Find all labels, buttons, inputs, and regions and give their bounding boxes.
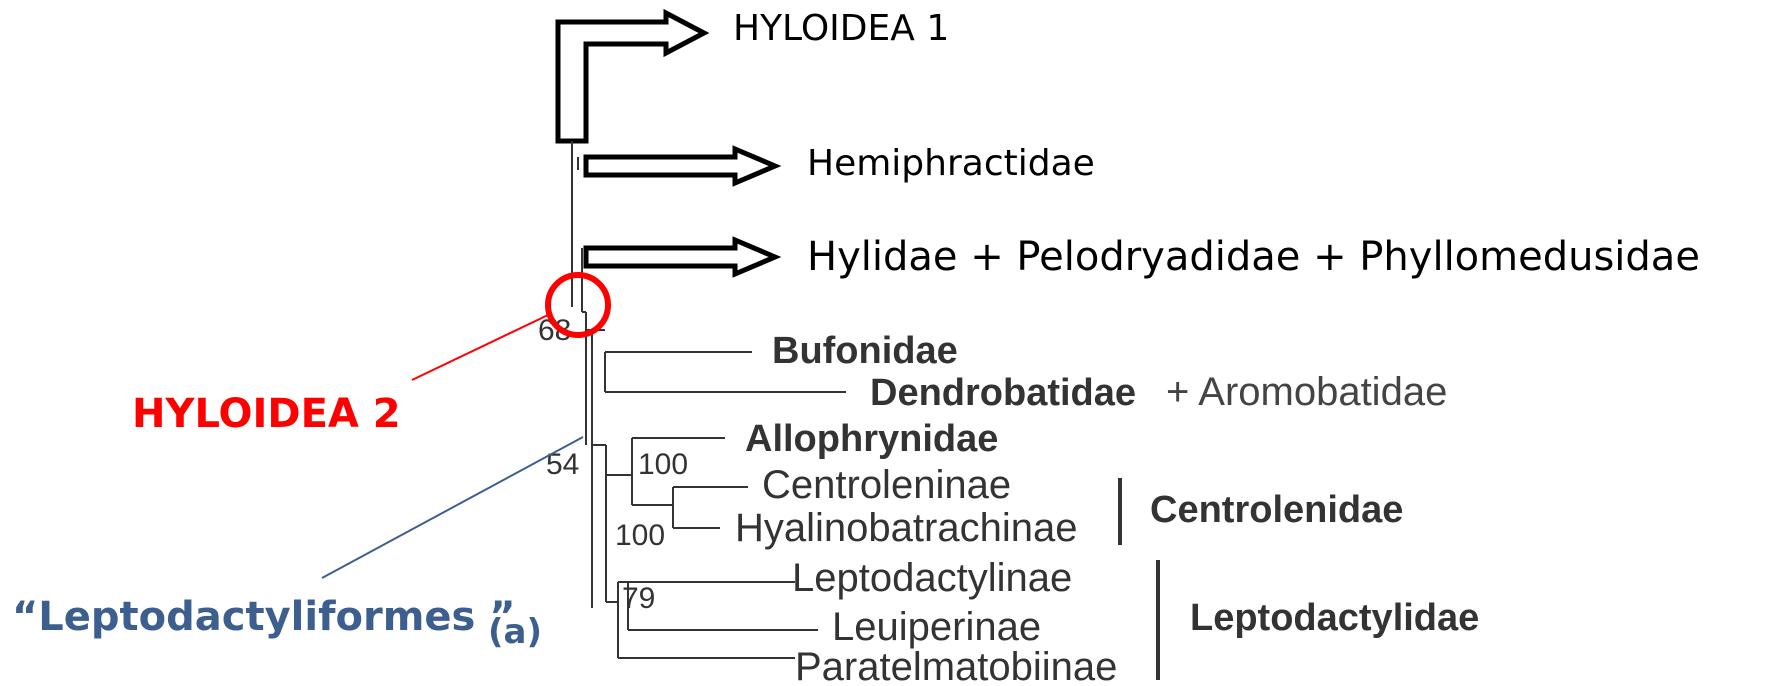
hyloidea2-node-circle [545,272,611,338]
leptodactyliformes-label: “Leptodactyliformes ” [12,594,516,640]
paratelmatobiinae-label: Paratelmatobiinae [795,645,1117,686]
centrolenidae-label: Centrolenidae [1150,489,1403,531]
hyloidea2-pointer-line [411,314,549,381]
hylidae-arrow [583,236,782,278]
support-54: 54 [546,448,579,481]
hylidae-label: Hylidae + Pelodryadidae + Phyllomedusida… [807,234,1700,280]
hyloidea1-arrow [555,8,710,144]
leptodactyliformes-pointer-line [321,436,584,579]
leuiperinae-label: Leuiperinae [832,605,1041,649]
hyloidea2-label: HYLOIDEA 2 [132,391,401,437]
hyloidea1-label: HYLOIDEA 1 [733,8,949,49]
support-79: 79 [622,582,655,615]
hyalinobatrachinae-label: Hyalinobatrachinae [735,506,1077,550]
aromobatidae-label: + Aromobatidae [1166,370,1447,414]
leptodactylidae-label: Leptodactylidae [1190,597,1479,639]
support-100-b: 100 [615,519,665,552]
centroleninae-label: Centroleninae [762,463,1011,507]
support-100-a: 100 [638,448,688,481]
allophrynidae-label: Allophrynidae [745,418,998,460]
dendrobatidae-label: Dendrobatidae [870,372,1136,414]
leptodactyliformes-suffix: (a) [488,612,542,652]
leptodactylinae-label: Leptodactylinae [792,556,1072,600]
tree-branches [571,141,846,659]
hemiphractidae-arrow [583,145,782,187]
bufonidae-label: Bufonidae [772,330,958,372]
hemiphractidae-label: Hemiphractidae [807,143,1095,184]
